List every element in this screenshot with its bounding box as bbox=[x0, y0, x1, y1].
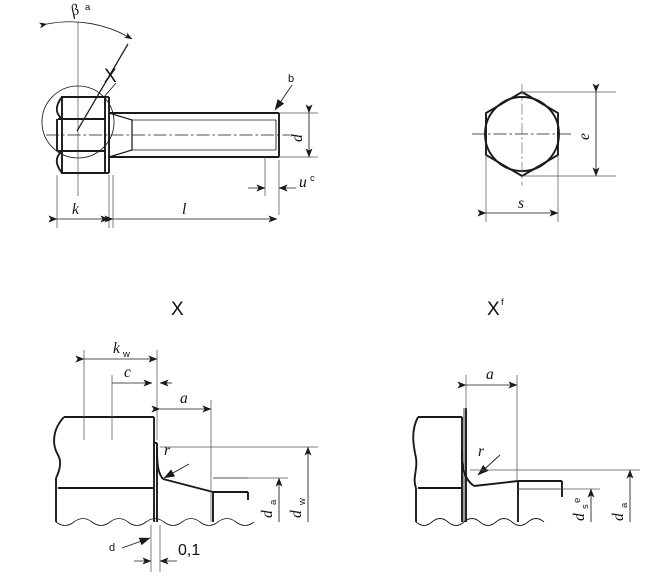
dxf-dim-a-group bbox=[457, 375, 518, 480]
dx-label-kw-sub: w bbox=[122, 349, 130, 360]
dxf-label-ds: d bbox=[571, 513, 588, 521]
dim-d-group bbox=[279, 104, 318, 158]
label-u: u bbox=[299, 174, 307, 191]
view-detail-x: X r bbox=[53, 299, 318, 572]
dx-label-kw: k bbox=[113, 340, 121, 357]
detail-xf-head-body bbox=[412, 416, 545, 526]
dxf-runout-taper bbox=[473, 480, 519, 487]
detail-xf-transition bbox=[460, 408, 563, 522]
label-e: e bbox=[576, 133, 593, 140]
beta-angle-leg bbox=[76, 43, 129, 132]
dx-label-a: a bbox=[180, 390, 188, 407]
dx-label-dw: d bbox=[288, 510, 305, 518]
head-chamfer-bottom bbox=[55, 150, 63, 174]
dx-r-leader bbox=[163, 463, 190, 479]
dx-label-d-leader: d bbox=[109, 542, 115, 554]
dx-dim-c-group bbox=[111, 375, 172, 440]
b-leader-line bbox=[274, 84, 293, 111]
dx-dim-gap-group bbox=[134, 525, 177, 572]
head-side-profile bbox=[55, 96, 110, 174]
dxf-head-left-chamfer bbox=[412, 416, 419, 489]
threaded-shank bbox=[109, 112, 280, 158]
label-k: k bbox=[72, 201, 80, 218]
dx-head-left-chamfer bbox=[53, 416, 65, 479]
dx-break-line bbox=[55, 518, 255, 526]
dxf-break-line bbox=[415, 518, 545, 526]
label-l: l bbox=[182, 201, 186, 218]
dx-label-gap-value: 0,1 bbox=[178, 542, 200, 559]
dxf-dim-da-group bbox=[470, 469, 640, 522]
head-chamfer-top bbox=[55, 96, 63, 120]
detail-x-head-body bbox=[53, 416, 255, 526]
beta-angle-arc bbox=[38, 21, 133, 40]
view-detail-xf: X f r bbox=[412, 297, 640, 526]
dxf-dim-ds-group bbox=[518, 488, 600, 522]
dx-label-da-sub: a bbox=[268, 499, 279, 505]
dx-label-dw-sub: w bbox=[297, 498, 308, 506]
dim-u-group bbox=[248, 157, 296, 215]
dxf-label-da-sub: a bbox=[619, 502, 630, 508]
dx-label-c: c bbox=[124, 364, 131, 381]
detail-x-callout: X bbox=[104, 66, 117, 87]
dx-label-da: d bbox=[259, 510, 276, 518]
dx-dim-a-group bbox=[151, 400, 212, 522]
beta-angle-group bbox=[38, 21, 133, 196]
dim-l-group bbox=[104, 175, 278, 228]
dx-fillet-radius bbox=[156, 447, 164, 480]
dxf-label-a: a bbox=[486, 366, 494, 383]
label-b: b bbox=[288, 73, 294, 85]
label-d: d bbox=[289, 134, 306, 142]
dxf-label-ds-sup: e bbox=[572, 498, 583, 503]
view-head-end: e s bbox=[472, 83, 616, 222]
dxf-label-ds-sub: s bbox=[580, 504, 591, 509]
label-s: s bbox=[518, 195, 524, 212]
dx-dim-da-group bbox=[213, 477, 288, 522]
detail-x-leader bbox=[103, 82, 117, 98]
label-beta: β bbox=[67, 1, 82, 20]
detail-xf-title: X bbox=[487, 299, 500, 320]
dxf-label-da: d bbox=[610, 513, 627, 521]
label-u-footnote: c bbox=[310, 173, 315, 184]
dx-dim-dw-group bbox=[160, 446, 318, 522]
detail-x-circle bbox=[41, 85, 115, 159]
dx-runout-taper bbox=[162, 478, 214, 493]
dxf-r-leader bbox=[477, 454, 501, 476]
view-side-elevation: β a X bbox=[38, 1, 318, 228]
dim-k-group bbox=[48, 175, 110, 228]
dx-label-r: r bbox=[164, 442, 171, 459]
label-beta-footnote: a bbox=[85, 2, 91, 13]
dim-s-group bbox=[477, 155, 559, 222]
dx-d-leader-line bbox=[121, 537, 151, 549]
dx-dim-kw-group bbox=[75, 350, 158, 440]
detail-x-title: X bbox=[171, 299, 184, 320]
dim-e-group bbox=[522, 83, 616, 177]
detail-xf-footnote: f bbox=[501, 297, 504, 308]
dxf-label-r: r bbox=[478, 443, 485, 460]
